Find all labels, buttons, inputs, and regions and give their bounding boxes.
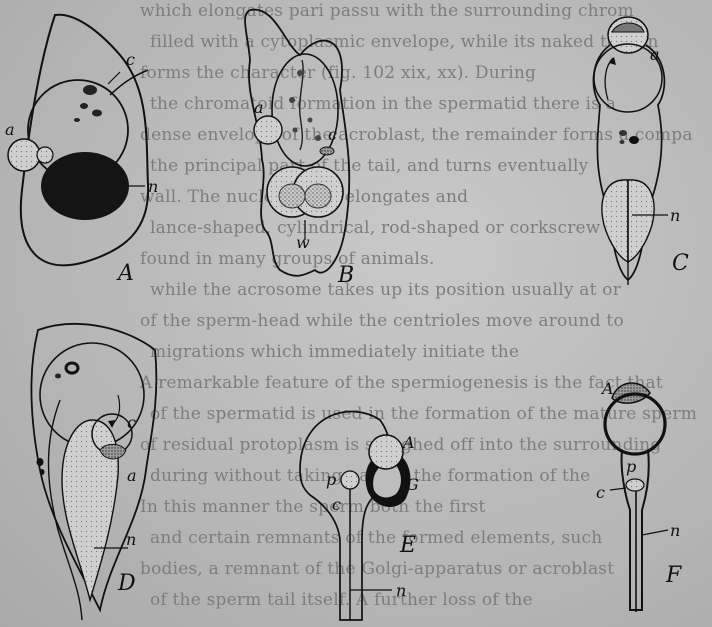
panel-c-label-n: n (670, 206, 680, 225)
panel-d-arrow (112, 395, 120, 424)
panel-c-arrow (605, 58, 613, 100)
panel-d-granule (66, 363, 78, 373)
panel-b-granule (293, 128, 298, 133)
panel-d-arrowhead (108, 420, 116, 428)
panel-a-pointer-c (108, 72, 120, 84)
panel-a-small-body (37, 147, 53, 163)
panel-d: c a n D (31, 324, 156, 620)
panel-d-granule (55, 374, 61, 379)
panel-d-label-n: n (126, 530, 136, 549)
panel-e-label-G: G (406, 475, 419, 494)
panel-b: a c w B (245, 10, 354, 288)
panel-a-label-c: c (126, 50, 135, 69)
panel-d-label-a: a (127, 466, 137, 485)
panel-f-head (605, 394, 665, 454)
panel-a-acroblast (8, 139, 40, 171)
panel-b-granule (308, 118, 313, 123)
panel-b-centriole (320, 147, 334, 155)
panel-a-filament (110, 70, 148, 95)
panel-f-centriole (626, 479, 644, 491)
panel-c-label: C (672, 251, 689, 276)
panel-b-label: B (337, 263, 354, 288)
panel-e-label: E (399, 533, 416, 558)
panel-e-label-n: n (396, 581, 406, 600)
panel-b-granule (297, 70, 303, 76)
panel-c-nucleus-right (628, 180, 654, 262)
panel-f-label-p: p (626, 457, 636, 476)
panel-e: A p c G n E (300, 412, 419, 620)
panel-b-acroblast (254, 116, 282, 144)
panel-c-nucleus-left (602, 180, 628, 262)
panel-a: c a n A (5, 15, 158, 286)
panel-b-granule (315, 135, 321, 141)
panel-b-label-w: w (296, 233, 310, 252)
panel-b-granule (289, 97, 295, 103)
panel-f-pointer-n (642, 530, 668, 535)
panel-b-nucleus-core-right (305, 184, 331, 208)
panel-e-acrosome (369, 435, 403, 469)
panel-f-label-n: n (670, 521, 680, 540)
panel-c-granule (620, 140, 625, 144)
panel-a-label-n: n (148, 177, 158, 196)
panel-e-label-p: p (326, 470, 336, 489)
panel-d-label-c: c (127, 413, 136, 432)
panel-a-granule (80, 103, 88, 109)
panel-d-centriole (40, 469, 45, 475)
panel-c-granule (619, 130, 627, 136)
panel-f-label-c: c (596, 483, 605, 502)
panel-d-centriole (37, 458, 44, 466)
panel-b-label-a: a (254, 98, 264, 117)
panel-a-granule (83, 85, 97, 95)
panel-a-label: A (116, 261, 134, 286)
panel-f-label-A: A (600, 379, 614, 398)
panel-e-label-c: c (332, 495, 341, 514)
panel-c-granule (629, 136, 639, 144)
panel-b-label-c: c (328, 125, 337, 144)
panel-e-label-A: A (401, 433, 415, 452)
panel-e-proacrosome (341, 471, 359, 489)
panel-a-label-a: a (5, 120, 15, 139)
panel-c-label-a: a (650, 45, 660, 64)
panel-a-granule (92, 110, 102, 117)
panel-d-label: D (117, 571, 136, 596)
panel-a-granule (74, 118, 80, 122)
panel-c: a n C (593, 17, 689, 285)
panel-f-label: F (665, 563, 682, 588)
panel-b-nucleus-core-left (279, 184, 305, 208)
panel-a-nucleus (41, 152, 129, 220)
panel-f: A p c n F (596, 379, 682, 612)
